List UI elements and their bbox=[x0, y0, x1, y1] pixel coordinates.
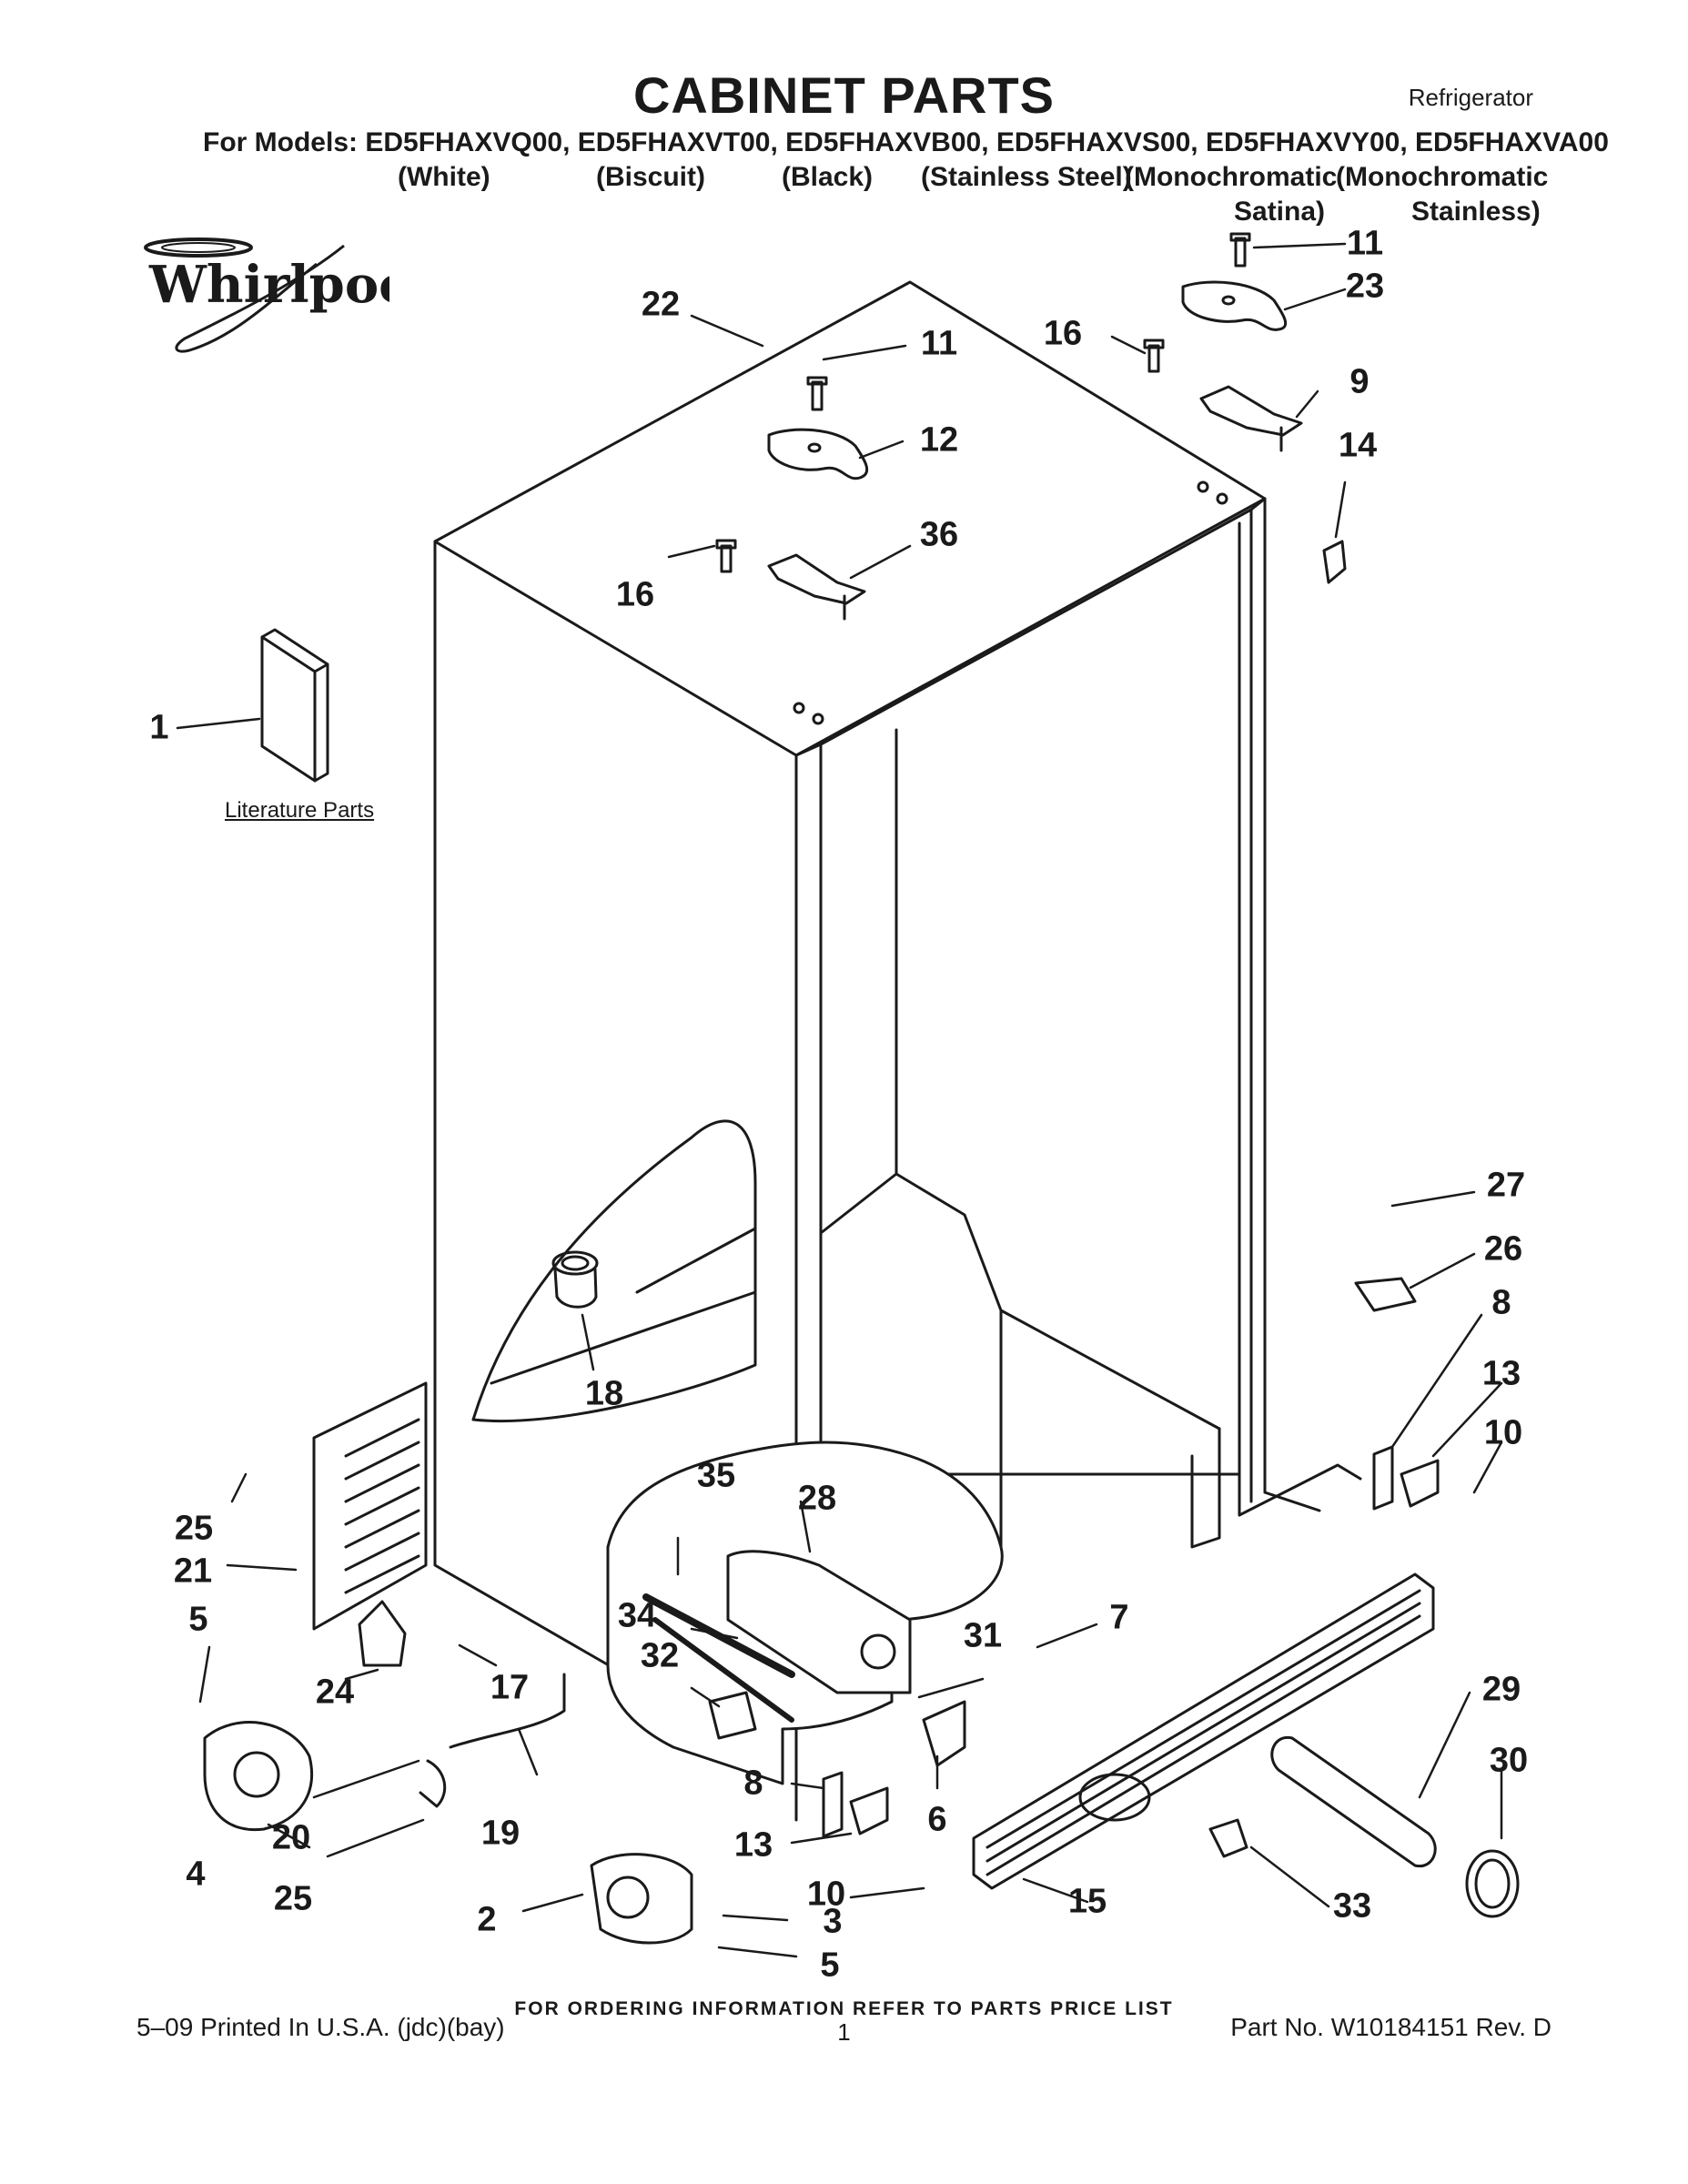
callout-14: 14 bbox=[1338, 426, 1378, 465]
callout-16a: 16 bbox=[1043, 314, 1083, 353]
callout-24: 24 bbox=[315, 1673, 355, 1712]
callout-20: 20 bbox=[271, 1818, 311, 1857]
callout-10a: 10 bbox=[1483, 1413, 1523, 1452]
variant-monochromatic-satina: (Monochromatic bbox=[1125, 162, 1338, 192]
roller-assembly-2 bbox=[590, 1853, 693, 1945]
hinge-cover-23 bbox=[1181, 280, 1288, 331]
bracket-24 bbox=[358, 1600, 407, 1667]
callout-4: 4 bbox=[186, 1855, 206, 1894]
callout-27: 27 bbox=[1486, 1166, 1526, 1205]
callout-13a: 13 bbox=[1481, 1354, 1521, 1393]
tube-34 bbox=[652, 1617, 794, 1723]
callout-30: 30 bbox=[1489, 1741, 1529, 1780]
callout-11a: 11 bbox=[920, 324, 958, 363]
callout-2: 2 bbox=[477, 1900, 497, 1939]
callout-33: 33 bbox=[1332, 1886, 1372, 1926]
toe-grille-15 bbox=[972, 1572, 1435, 1890]
hinge-cover-12 bbox=[767, 428, 869, 480]
literature-parts-label: Literature Parts bbox=[225, 798, 375, 823]
callout-19: 19 bbox=[480, 1814, 521, 1853]
screws-top bbox=[715, 232, 1251, 573]
variant-biscuit: (Biscuit) bbox=[596, 162, 705, 192]
top-mount-holes bbox=[793, 480, 1228, 725]
callout-32: 32 bbox=[640, 1636, 680, 1675]
callout-5a: 5 bbox=[188, 1600, 208, 1639]
callout-25a: 25 bbox=[174, 1509, 214, 1548]
callout-34: 34 bbox=[617, 1596, 657, 1635]
clip-33 bbox=[1208, 1818, 1248, 1858]
callout-15: 15 bbox=[1067, 1882, 1107, 1921]
callout-6: 6 bbox=[927, 1800, 947, 1839]
bracket-6 bbox=[922, 1700, 966, 1767]
upper-hinges bbox=[767, 385, 1303, 621]
page-number: 1 bbox=[837, 2018, 851, 2046]
page-title: CABINET PARTS bbox=[632, 66, 1056, 124]
part-14 bbox=[1322, 540, 1347, 584]
drain-tube-19 bbox=[449, 1673, 566, 1749]
leader-lines bbox=[176, 242, 1503, 1958]
variant-stainless-steel: (Stainless Steel) bbox=[921, 162, 1132, 192]
callout-18: 18 bbox=[584, 1374, 624, 1413]
callout-8b: 8 bbox=[743, 1764, 763, 1803]
callout-23: 23 bbox=[1345, 267, 1385, 306]
callout-5b: 5 bbox=[820, 1946, 840, 1985]
callout-25b: 25 bbox=[273, 1879, 313, 1918]
print-info: 5–09 Printed In U.S.A. (jdc)(bay) bbox=[136, 2013, 505, 2041]
literature-booklet bbox=[260, 628, 329, 783]
lower-hinges bbox=[822, 1445, 1440, 1838]
appliance-category: Refrigerator bbox=[1408, 84, 1533, 111]
callout-9: 9 bbox=[1349, 362, 1370, 401]
callout-8a: 8 bbox=[1491, 1283, 1511, 1322]
whirlpool-logo: Whirlpool bbox=[144, 238, 389, 353]
models-line: For Models: ED5FHAXVQ00, ED5FHAXVT00, ED… bbox=[203, 127, 1609, 157]
roller-assembly-4 bbox=[203, 1721, 314, 1832]
callout-11b: 11 bbox=[1346, 224, 1384, 263]
variant-satina-cont: Satina) bbox=[1234, 197, 1326, 227]
water-valve-28 bbox=[726, 1550, 912, 1694]
callout-3: 3 bbox=[823, 1902, 843, 1941]
callout-10b: 10 bbox=[806, 1875, 846, 1914]
callout-17: 17 bbox=[490, 1668, 530, 1707]
callout-16b: 16 bbox=[615, 575, 655, 614]
callout-35: 35 bbox=[696, 1456, 736, 1495]
bracket-26 bbox=[1354, 1277, 1417, 1312]
variant-stainless-cont: Stainless) bbox=[1411, 197, 1541, 227]
variant-white: (White) bbox=[398, 162, 490, 192]
callout-7: 7 bbox=[1109, 1598, 1129, 1637]
tube-35 bbox=[642, 1593, 795, 1678]
callout-28: 28 bbox=[797, 1479, 837, 1518]
filter-cap-30 bbox=[1465, 1849, 1520, 1918]
callout-36: 36 bbox=[919, 515, 959, 554]
callout-21: 21 bbox=[173, 1552, 213, 1591]
callout-26: 26 bbox=[1483, 1229, 1523, 1269]
variant-monochromatic-stainless: (Monochromatic bbox=[1336, 162, 1549, 192]
callout-13b: 13 bbox=[733, 1825, 773, 1865]
water-filter-29 bbox=[1270, 1735, 1437, 1868]
block-32 bbox=[708, 1691, 757, 1740]
callout-29: 29 bbox=[1481, 1670, 1521, 1709]
part-number: Part No. W10184151 Rev. D bbox=[1230, 2013, 1552, 2041]
ordering-info: FOR ORDERING INFORMATION REFER TO PARTS … bbox=[514, 1998, 1174, 2019]
callout-12: 12 bbox=[919, 420, 959, 460]
callout-31: 31 bbox=[963, 1616, 1003, 1655]
callout-22: 22 bbox=[641, 285, 681, 324]
drain-part-18 bbox=[551, 1250, 599, 1309]
callout-1: 1 bbox=[149, 708, 169, 747]
clip-20 bbox=[419, 1759, 447, 1808]
variant-black: (Black) bbox=[782, 162, 874, 192]
